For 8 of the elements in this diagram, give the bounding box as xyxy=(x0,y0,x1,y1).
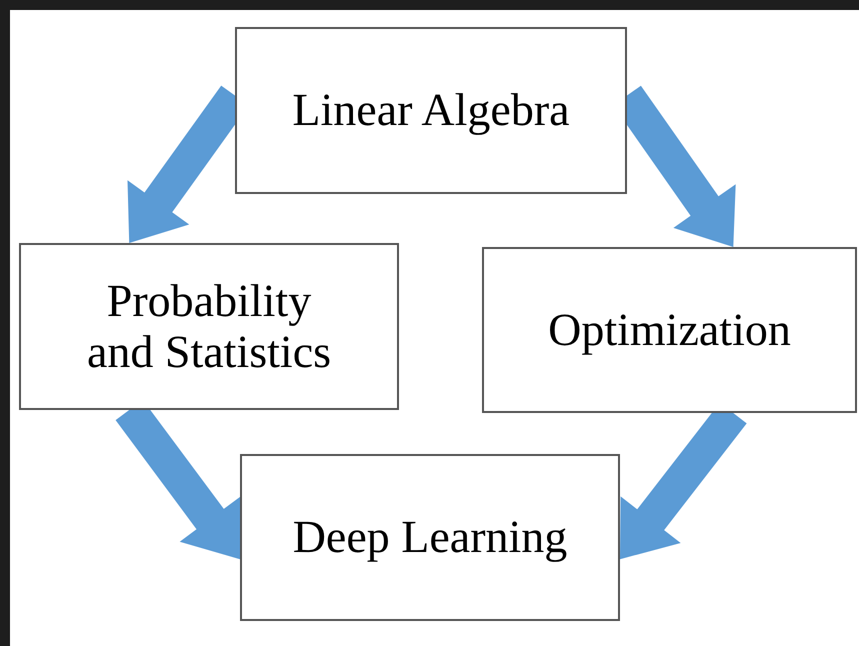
topic-box xyxy=(482,247,857,413)
topic-box xyxy=(235,27,627,194)
topic-box xyxy=(19,243,399,410)
topic-label: Linear Algebra xyxy=(291,85,571,136)
topic-box xyxy=(240,454,620,621)
topic-label: Optimization xyxy=(547,304,792,356)
topic-label: Deep Learning xyxy=(292,512,568,563)
topic-label: Probability and Statistics xyxy=(86,276,332,378)
